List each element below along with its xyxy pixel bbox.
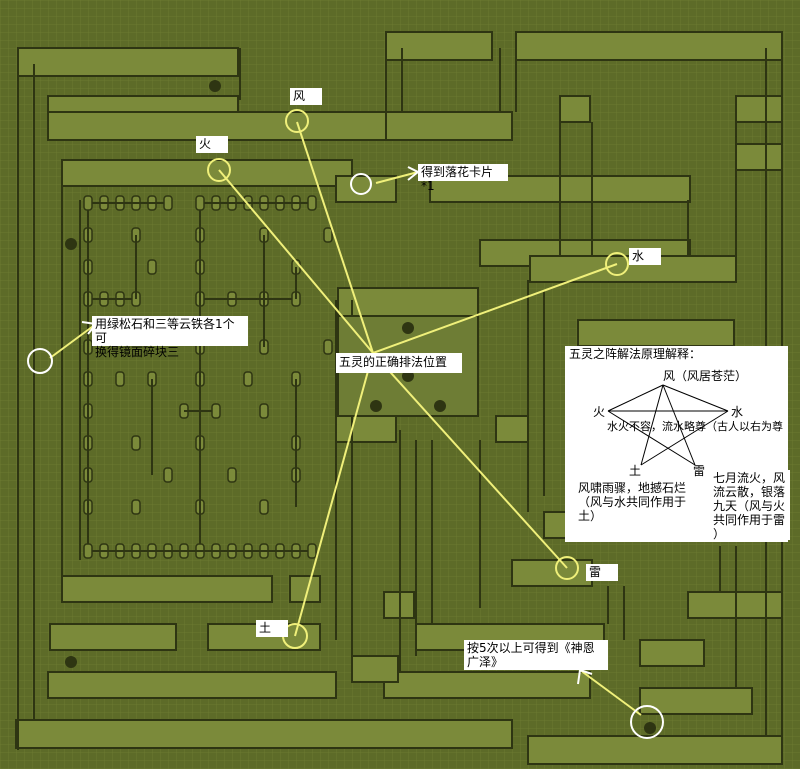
thunder-label: 雷 bbox=[586, 564, 618, 581]
reward-marker bbox=[630, 705, 664, 739]
pentagram-fire-node: 火 bbox=[593, 405, 606, 419]
earth-label: 土 bbox=[256, 620, 288, 637]
trade-marker bbox=[27, 348, 53, 374]
pots bbox=[65, 80, 656, 734]
pentagram-thunder-node: 雷 bbox=[693, 464, 706, 478]
pentagram-wind-node: 风（风居苍茫） bbox=[663, 369, 748, 383]
pentagram-water-node: 水 bbox=[731, 405, 744, 419]
water-label: 水 bbox=[629, 248, 661, 265]
pentagram-earth-node: 土 bbox=[629, 464, 642, 478]
marker-rings bbox=[27, 109, 664, 739]
chain-field bbox=[83, 195, 333, 559]
thunder-marker bbox=[555, 556, 579, 580]
explanation-title: 五灵之阵解法原理解释： bbox=[569, 347, 702, 361]
explanation-mid-text: 水火不容，流水略尊（古人以右为尊 bbox=[607, 420, 783, 433]
fire-label: 火 bbox=[196, 136, 228, 153]
card-marker bbox=[350, 173, 372, 195]
fire-marker bbox=[207, 158, 231, 182]
water-marker bbox=[605, 252, 629, 276]
wind-label: 风 bbox=[290, 88, 322, 105]
card-reward-note: 得到落花卡片*1 bbox=[418, 164, 508, 193]
trade-hint-note: 用绿松石和三等云铁各1个可 换得镜面碎块三 bbox=[92, 316, 248, 359]
explanation-right-text: 七月流火，风 流云散，银落 九天（风与火 共同作用于雷 ） bbox=[710, 470, 790, 541]
explanation-left-text: 风啸雨骤，地撼石烂 （风与水共同作用于 土） bbox=[578, 481, 687, 523]
chain-links bbox=[87, 202, 308, 552]
win-reward-note: 按5次以上可得到《神恩 广泽》 bbox=[464, 640, 608, 670]
wind-marker bbox=[285, 109, 309, 133]
element-lines bbox=[49, 121, 642, 716]
correct-position-note: 五灵的正确排法位置 bbox=[336, 353, 462, 373]
